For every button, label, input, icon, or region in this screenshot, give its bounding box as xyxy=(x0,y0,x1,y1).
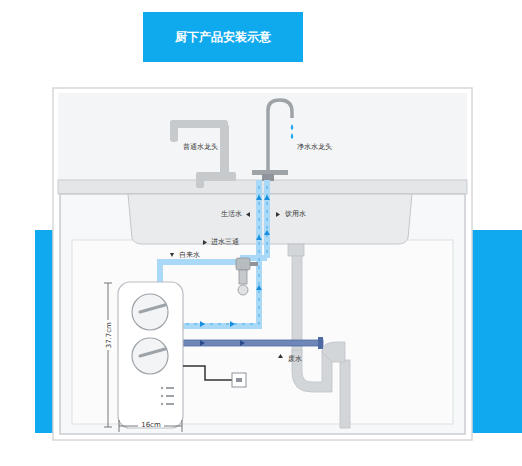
waste-pipe xyxy=(183,337,323,349)
part-label: 进水三通 xyxy=(211,238,239,246)
purifier-faucet xyxy=(252,100,293,181)
pipe-label: 废水 xyxy=(288,355,302,363)
counter xyxy=(58,180,467,194)
drain-pipe xyxy=(288,244,350,428)
pipe-label: 饮用水 xyxy=(285,210,306,218)
wall xyxy=(58,93,467,181)
faucet-label: 净水水龙头 xyxy=(297,143,332,151)
pipe-label: 生活水 xyxy=(221,210,242,218)
faucet-label: 普通水龙头 xyxy=(183,143,218,151)
socket-hole xyxy=(236,378,242,382)
normal-faucet xyxy=(170,120,236,188)
panel xyxy=(53,88,472,440)
dimension-label: 16cm xyxy=(141,421,161,429)
inlet-tee xyxy=(236,258,258,295)
blue-band xyxy=(35,230,522,433)
dimension-lines xyxy=(104,283,182,432)
label-triangles xyxy=(170,212,283,358)
purifier-unit xyxy=(118,282,183,428)
flow-arrows xyxy=(200,195,270,346)
cabinet xyxy=(60,194,465,434)
power-cable xyxy=(183,366,232,380)
title-banner: 厨下产品安装示意 xyxy=(143,12,303,62)
pipe-label: 自来水 xyxy=(179,251,200,259)
power-socket xyxy=(232,373,246,387)
dimension-label: 37.7cm xyxy=(105,321,113,349)
